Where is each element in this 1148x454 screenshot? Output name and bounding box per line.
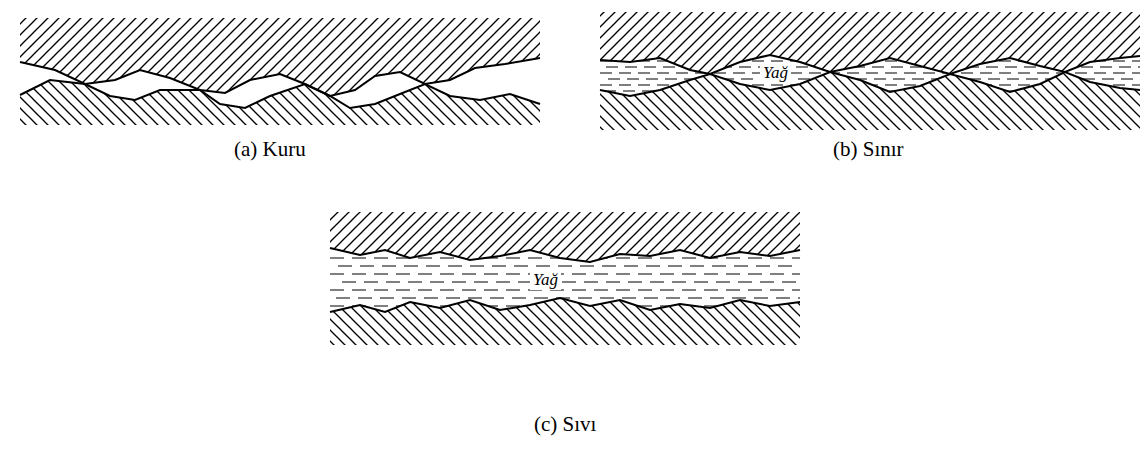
oil-label: Yağ	[760, 63, 791, 83]
figure-caption: (b) Sınır	[833, 137, 904, 161]
figure-caption: (a) Kuru	[234, 137, 306, 161]
boundary-lubrication-figure	[600, 12, 1140, 130]
fluid-film-figure	[330, 212, 800, 345]
figure-caption: (c) Sıvı	[534, 412, 596, 436]
oil-label: Yağ	[530, 270, 561, 290]
dry-contact-figure	[20, 18, 540, 125]
